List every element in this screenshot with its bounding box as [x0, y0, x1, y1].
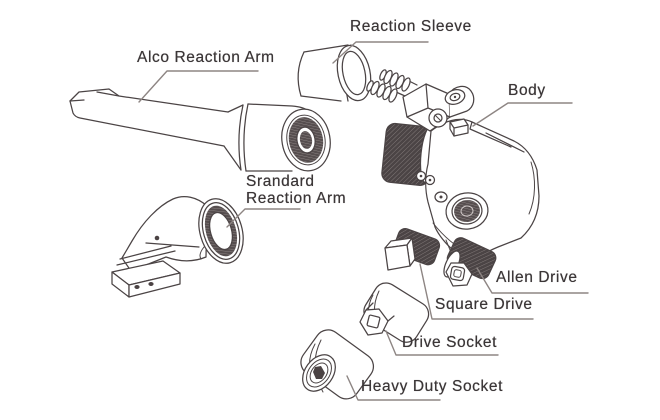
alco-reaction-arm-leader-line [138, 70, 259, 103]
label-standard-reaction-arm: Srandard Reaction Arm [246, 173, 347, 207]
label-heavy-duty-socket: Heavy Duty Socket [361, 378, 504, 395]
drive-socket-leader-line [385, 330, 499, 356]
alco-arm-socket-face [281, 108, 331, 172]
label-body: Body [508, 82, 546, 99]
body-swivel-manifold [402, 83, 475, 137]
label-allen-drive: Allen Drive [496, 269, 578, 286]
part-allen-drive [443, 237, 497, 287]
part-drive-socket [359, 282, 430, 343]
allen-drive-leader-line [476, 267, 589, 294]
square-drive-leader-line [419, 263, 534, 320]
label-square-drive: Square Drive [435, 296, 533, 313]
part-reaction-sleeve [297, 44, 372, 102]
part-alco-reaction-arm [69, 88, 331, 172]
hose-coupler-icon [366, 69, 418, 103]
part-standard-reaction-arm [111, 196, 244, 298]
label-reaction-sleeve: Reaction Sleeve [350, 18, 472, 35]
label-drive-socket: Drive Socket [402, 334, 498, 351]
part-heavy-duty-socket [300, 329, 375, 400]
leader-lines [138, 41, 589, 401]
standard-arm-ring-face [198, 198, 244, 264]
part-square-drive [384, 228, 441, 271]
reaction-sleeve-leader-line [332, 41, 429, 64]
body-clamp-outline [425, 118, 540, 267]
heavy-duty-socket-leader-line [346, 375, 441, 401]
body-drive-hole [445, 192, 489, 230]
standard-reaction-arm-leader-line [226, 208, 301, 228]
body-leader-line [472, 102, 573, 127]
part-body [366, 69, 540, 267]
label-alco-reaction-arm: Alco Reaction Arm [137, 49, 275, 66]
